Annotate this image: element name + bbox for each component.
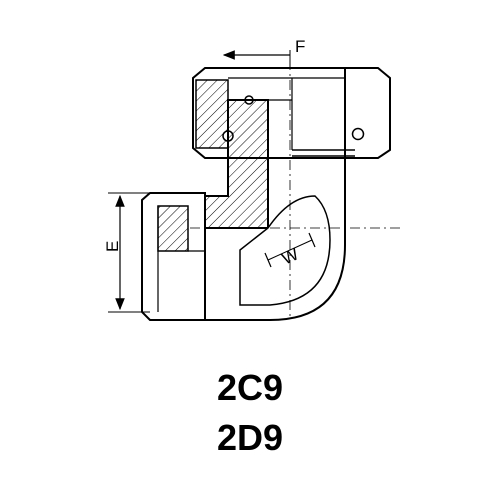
dimension-w-tick (264, 252, 272, 268)
part-code-primary: 2C9 (216, 367, 284, 408)
dimension-f-label: F (295, 37, 305, 56)
dimension-w: W (264, 232, 316, 268)
elbow-outer-curve (196, 158, 346, 321)
swivel-nut (192, 67, 391, 159)
lock-pin-icon (351, 127, 365, 141)
dimension-e-label: E (103, 241, 122, 252)
stud-thread-section (157, 205, 189, 252)
dimension-w-tick (308, 232, 316, 248)
dimension-e: E (103, 192, 150, 313)
threaded-stud (141, 192, 206, 321)
elbow-body (195, 99, 346, 321)
part-code-secondary: 2D9 (216, 417, 284, 458)
dimension-w-label: W (279, 244, 302, 268)
